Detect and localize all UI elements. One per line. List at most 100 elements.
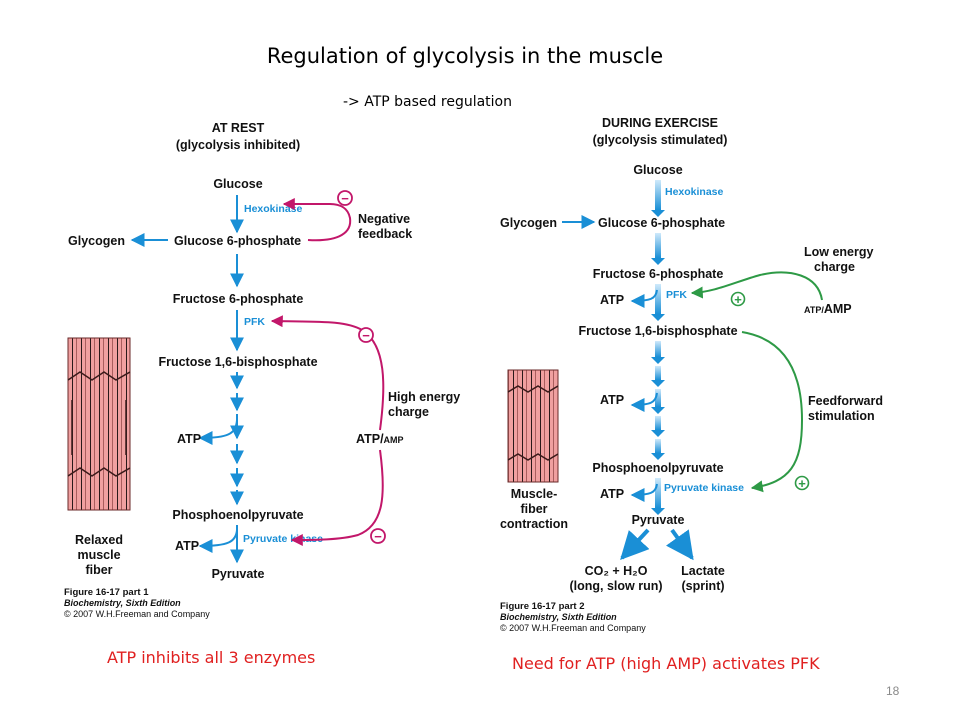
rest-g6p: Glucose 6-phosphate bbox=[174, 234, 301, 248]
rest-header: AT REST bbox=[212, 121, 265, 135]
rest-atp-pk-inhibit bbox=[290, 449, 384, 546]
exercise-arrow-1-head bbox=[651, 210, 665, 217]
exercise-arrow-3-head bbox=[651, 314, 665, 321]
rest-minus-2 bbox=[358, 327, 374, 343]
rest-fig-caption-3: © 2007 W.H.Freeman and Company bbox=[64, 609, 210, 619]
rest-high-energy-2: charge bbox=[388, 405, 429, 419]
exercise-glucose: Glucose bbox=[633, 163, 682, 177]
rest-negative-feedback-2: feedback bbox=[358, 227, 412, 241]
exercise-plus-2 bbox=[794, 475, 810, 491]
contracted-fiber-label-1: Muscle- bbox=[511, 487, 558, 501]
rest-pep: Phosphoenolpyruvate bbox=[172, 508, 303, 522]
exercise-feedforward bbox=[741, 331, 804, 493]
exercise-atp1-branch bbox=[630, 289, 658, 308]
rest-feedback-curve bbox=[282, 198, 352, 242]
exercise-low-energy-2: charge bbox=[814, 260, 855, 274]
exercise-pep: Phosphoenolpyruvate bbox=[592, 461, 723, 475]
exercise-plus-1 bbox=[730, 291, 746, 307]
svg-text:+: + bbox=[734, 292, 742, 307]
exercise-fig-caption-3: © 2007 W.H.Freeman and Company bbox=[500, 623, 646, 633]
relaxed-fiber-label-1: Relaxed bbox=[75, 533, 123, 547]
rest-minus-1 bbox=[337, 190, 353, 206]
svg-text:−: − bbox=[362, 328, 370, 343]
rest-negative-feedback: Negative bbox=[358, 212, 410, 226]
exercise-fig-caption-2: Biochemistry, Sixth Edition bbox=[500, 612, 617, 622]
exercise-pfk: PFK bbox=[666, 289, 687, 301]
slide-subtitle: -> ATP based regulation bbox=[343, 94, 512, 110]
rest-f16bp: Fructose 1,6-bisphosphate bbox=[158, 355, 317, 369]
svg-text:−: − bbox=[341, 191, 349, 206]
svg-text:+: + bbox=[798, 476, 806, 491]
rest-atp2-branch bbox=[198, 529, 238, 553]
exercise-atp2-branch bbox=[630, 392, 658, 412]
contracted-fiber-label-3: contraction bbox=[500, 517, 568, 531]
contracted-fiber-label-2: fiber bbox=[520, 502, 547, 516]
relaxed-fiber-label-3: fiber bbox=[85, 563, 112, 577]
exercise-chain-1-head bbox=[651, 357, 665, 364]
left-annotation: ATP inhibits all 3 enzymes bbox=[107, 648, 315, 667]
rest-atp-branch bbox=[198, 419, 238, 445]
exercise-chain-4 bbox=[655, 416, 661, 430]
exercise-co2: CO₂ + H₂O bbox=[585, 564, 648, 578]
rest-fig-caption-1: Figure 16-17 part 1 bbox=[64, 587, 149, 598]
exercise-arrow-2 bbox=[655, 233, 661, 258]
rest-f6p: Fructose 6-phosphate bbox=[173, 292, 304, 306]
rest-glucose: Glucose bbox=[213, 177, 262, 191]
exercise-co2-arrow bbox=[620, 528, 650, 561]
exercise-header: DURING EXERCISE bbox=[602, 116, 718, 130]
exercise-atp3-branch bbox=[630, 483, 658, 502]
rest-high-energy: High energy bbox=[388, 390, 460, 404]
contracted-fiber-image bbox=[507, 369, 559, 483]
exercise-arrow-2-head bbox=[651, 258, 665, 265]
exercise-feedforward-label: Feedforward bbox=[808, 394, 883, 408]
rest-subheader: (glycolysis inhibited) bbox=[176, 138, 300, 152]
exercise-low-energy: Low energy bbox=[804, 245, 874, 259]
rest-pyruvate-kinase: Pyruvate kinase bbox=[243, 533, 323, 545]
exercise-chain-1 bbox=[655, 341, 661, 357]
relaxed-fiber-image bbox=[67, 337, 131, 511]
exercise-g6p: Glucose 6-phosphate bbox=[598, 216, 725, 230]
rest-diagram: AT REST (glycolysis inhibited) Glucose H… bbox=[64, 121, 460, 619]
exercise-chain-5 bbox=[655, 439, 661, 453]
exercise-amp-activation bbox=[690, 271, 823, 301]
exercise-fig-caption-1: Figure 16-17 part 2 bbox=[500, 601, 584, 612]
rest-glycogen: Glycogen bbox=[68, 234, 125, 248]
rest-minus-3 bbox=[370, 528, 386, 544]
rest-pfk: PFK bbox=[244, 316, 265, 328]
exercise-lactate-note: (sprint) bbox=[681, 579, 724, 593]
exercise-arrow-1 bbox=[655, 180, 661, 210]
exercise-arrow-3 bbox=[655, 284, 661, 314]
exercise-chain-2 bbox=[655, 366, 661, 380]
exercise-lactate-arrow bbox=[665, 528, 694, 561]
exercise-glycogen: Glycogen bbox=[500, 216, 557, 230]
rest-atp2: ATP bbox=[175, 539, 199, 553]
exercise-chain-3-head bbox=[651, 407, 665, 414]
exercise-f16bp: Fructose 1,6-bisphosphate bbox=[578, 324, 737, 338]
exercise-arrow-pk-head bbox=[651, 508, 665, 515]
rest-fig-caption-2: Biochemistry, Sixth Edition bbox=[64, 598, 181, 608]
exercise-chain-5-head bbox=[651, 453, 665, 460]
relaxed-fiber-label-2: muscle bbox=[77, 548, 120, 562]
exercise-atp2: ATP bbox=[600, 393, 624, 407]
exercise-co2-note: (long, slow run) bbox=[569, 579, 662, 593]
exercise-atp1: ATP bbox=[600, 293, 624, 307]
exercise-hexokinase: Hexokinase bbox=[665, 186, 724, 198]
exercise-atp3: ATP bbox=[600, 487, 624, 501]
rest-atp-amp: ATP/AMP bbox=[356, 432, 404, 446]
exercise-lactate: Lactate bbox=[681, 564, 725, 578]
page-number: 18 bbox=[886, 684, 900, 698]
exercise-atp-amp: ATP/AMP bbox=[804, 302, 852, 316]
exercise-f6p: Fructose 6-phosphate bbox=[593, 267, 724, 281]
exercise-pyruvate: Pyruvate bbox=[632, 513, 685, 527]
rest-pyruvate: Pyruvate bbox=[212, 567, 265, 581]
exercise-subheader: (glycolysis stimulated) bbox=[593, 133, 728, 147]
exercise-chain-4-head bbox=[651, 430, 665, 437]
exercise-chain-2-head bbox=[651, 380, 665, 387]
exercise-diagram: DURING EXERCISE (glycolysis stimulated) … bbox=[500, 116, 883, 633]
exercise-pyruvate-kinase: Pyruvate kinase bbox=[664, 482, 744, 494]
exercise-feedforward-label-2: stimulation bbox=[808, 409, 875, 423]
svg-text:−: − bbox=[374, 529, 382, 544]
rest-atp: ATP bbox=[177, 432, 201, 446]
exercise-arrow-pk bbox=[655, 478, 661, 508]
